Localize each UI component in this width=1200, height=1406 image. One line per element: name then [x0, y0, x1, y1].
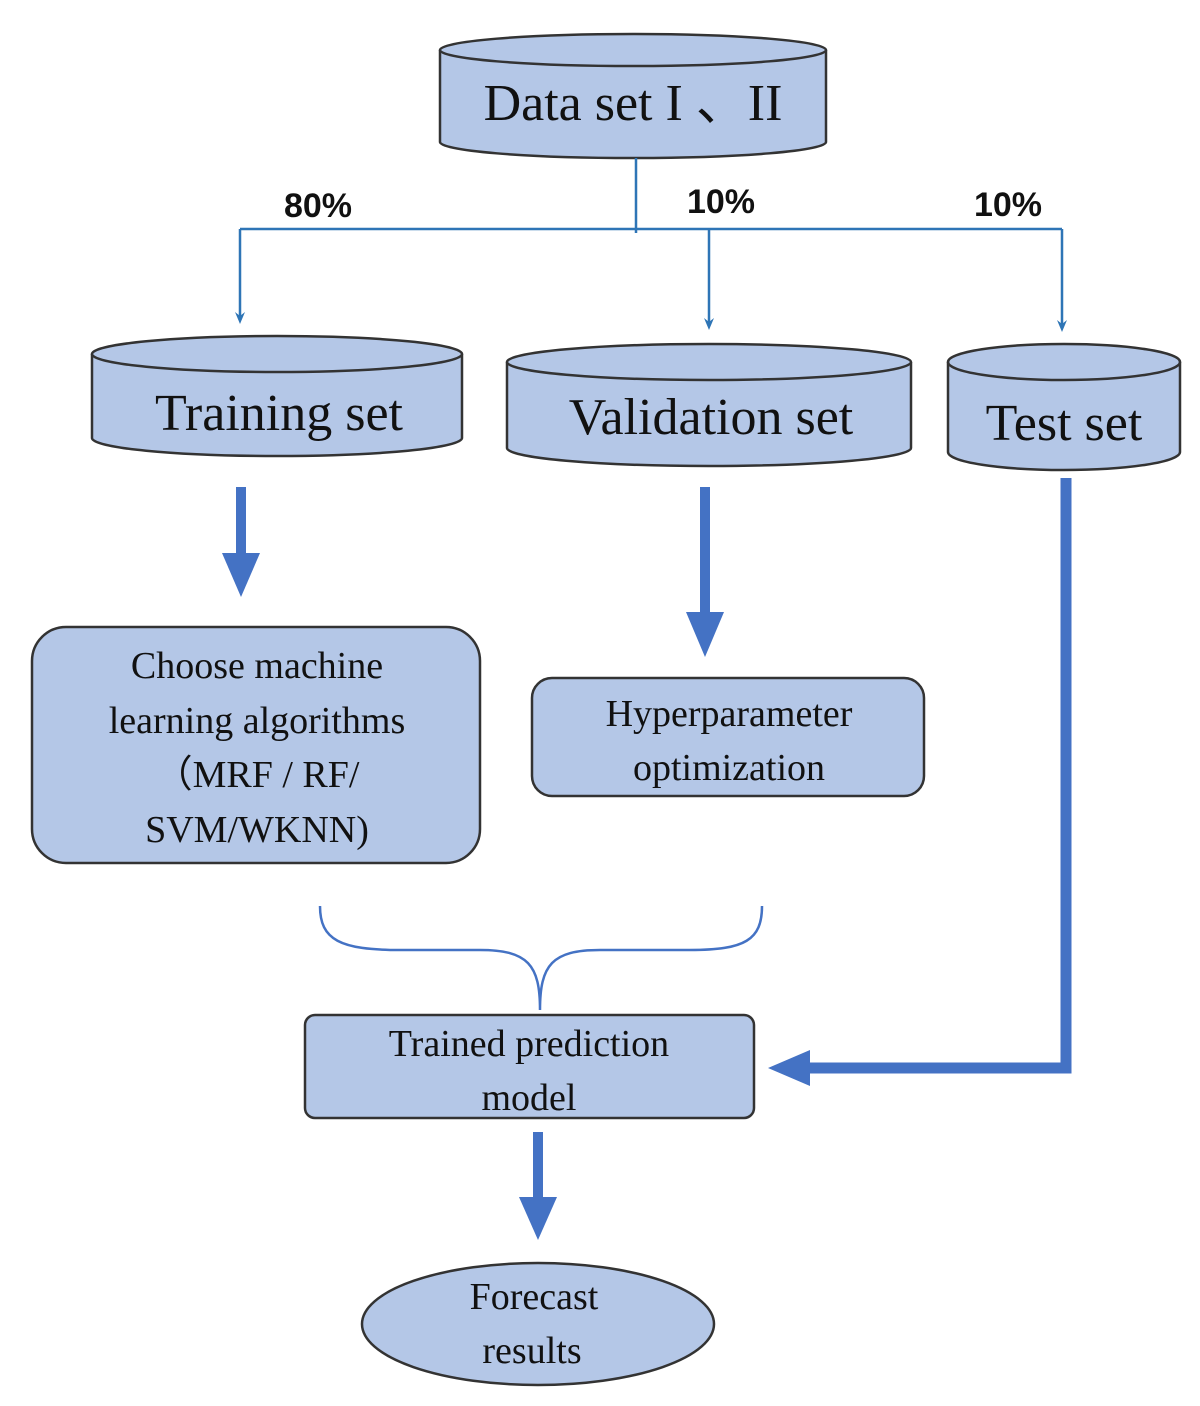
arrow-test-to-trained: [768, 478, 1072, 1086]
training-set-label: Training set: [155, 385, 404, 442]
split-label-test: 10%: [974, 186, 1042, 224]
trained-model-line-1: Trained prediction: [389, 1023, 669, 1065]
trained-model-line-2: model: [482, 1077, 577, 1119]
hyperparameter-line-2: optimization: [633, 747, 825, 789]
forecast-line-2: results: [482, 1330, 581, 1372]
validation-set-cylinder: Validation set: [505, 342, 913, 468]
hyperparameter-box: Hyperparameter optimization: [530, 676, 926, 798]
algorithms-box: Choose machine learning algorithms （MRF …: [30, 625, 482, 865]
training-set-cylinder: Training set: [90, 334, 464, 458]
algorithms-line-3: （MRF / RF/: [155, 754, 360, 796]
trained-model-box: Trained prediction model: [303, 1013, 756, 1120]
split-connector: [235, 158, 1067, 332]
hyperparameter-line-1: Hyperparameter: [606, 693, 853, 735]
split-label-validation: 10%: [687, 183, 755, 221]
forecast-results-ellipse: Forecast results: [360, 1261, 716, 1387]
dataset-label: Data set I 、II: [484, 75, 783, 132]
test-set-cylinder: Test set: [946, 342, 1182, 472]
algorithms-line-4: SVM/WKNN): [145, 809, 369, 851]
forecast-line-1: Forecast: [470, 1276, 599, 1318]
split-label-train: 80%: [284, 187, 352, 225]
arrow-validation-to-hyper: [686, 487, 724, 657]
arrow-trained-to-forecast: [519, 1132, 557, 1240]
dataset-cylinder: Data set I 、II: [438, 32, 828, 160]
algorithms-line-1: Choose machine: [131, 645, 383, 687]
test-set-label: Test set: [986, 395, 1143, 452]
arrow-training-to-algorithms: [222, 487, 260, 597]
algorithms-line-2: learning algorithms: [109, 700, 406, 742]
merge-brace: [318, 905, 764, 1011]
validation-set-label: Validation set: [569, 389, 854, 446]
